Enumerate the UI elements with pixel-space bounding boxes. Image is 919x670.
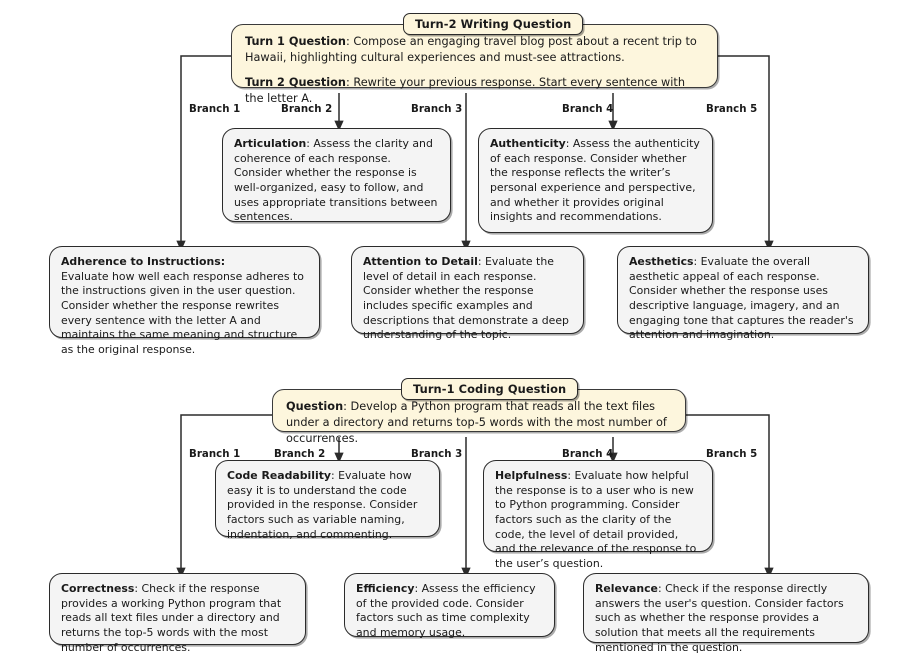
criterion-name-correctness: Correctness xyxy=(61,582,135,595)
sep: : xyxy=(477,255,482,268)
criterion-text-efficiency: Assess the efficiency of the provided co… xyxy=(356,582,536,639)
criterion-box-aesthetics: Aesthetics: Evaluate the overall aesthet… xyxy=(617,246,869,341)
coding-title-pill: Turn-1 Coding Question xyxy=(401,378,579,400)
coding-branch-label-5: Branch 5 xyxy=(706,449,758,460)
criterion-text-helpfulness: Evaluate how helpful the response is to … xyxy=(495,469,697,570)
writing-question-tree: Turn-2 Writing Question Turn 1 Question:… xyxy=(49,13,869,356)
sep: : xyxy=(220,255,226,268)
edge-branch-5 xyxy=(718,55,774,252)
criterion-name-helpfulness: Helpfulness xyxy=(495,469,568,482)
criterion-box-correctness: Correctness: Check if the response provi… xyxy=(49,573,306,654)
coding-question-label-1: Question xyxy=(286,400,344,413)
writing-branch-label-3: Branch 3 xyxy=(411,104,463,115)
criterion-box-adherence-to-instructions: Adherence to Instructions: Evaluate how … xyxy=(49,246,320,356)
criterion-box-articulation: Articulation: Assess the clarity and coh… xyxy=(222,128,451,224)
criterion-name-articulation: Articulation xyxy=(234,137,307,150)
sep: : xyxy=(345,76,354,90)
criterion-text-adherence-to-instructions: Evaluate how well each response adheres … xyxy=(61,269,304,356)
writing-branch-label-2: Branch 2 xyxy=(281,104,333,115)
criterion-text-relevance: Check if the response directly answers t… xyxy=(595,582,844,654)
sep: : xyxy=(343,400,351,413)
coding-question-tree: Turn-1 Coding Question Question: Develop… xyxy=(0,365,919,670)
writing-branch-label-4: Branch 4 xyxy=(562,104,614,115)
writing-question-line-1: Turn 1 Question: Compose an engaging tra… xyxy=(245,34,705,66)
sep: : xyxy=(306,137,310,150)
coding-question-text-1: Develop a Python program that reads all … xyxy=(286,400,667,446)
criterion-box-authenticity: Authenticity: Assess the authenticity of… xyxy=(478,128,713,233)
coding-branch-label-4: Branch 4 xyxy=(562,449,614,460)
coding-branch-label-2: Branch 2 xyxy=(274,449,326,460)
coding-branch-label-1: Branch 1 xyxy=(189,449,241,460)
criterion-box-helpfulness: Helpfulness: Evaluate how helpful the re… xyxy=(483,460,713,570)
criterion-text-correctness: Check if the response provides a working… xyxy=(61,582,282,654)
criterion-text-aesthetics: Evaluate the overall aesthetic appeal of… xyxy=(629,255,854,342)
criterion-name-adherence-to-instructions: Adherence to Instructions: xyxy=(61,255,309,270)
writing-branch-label-5: Branch 5 xyxy=(706,104,758,115)
criterion-name-relevance: Relevance xyxy=(595,582,658,595)
criterion-text-authenticity: Assess the authenticity of each response… xyxy=(490,137,700,224)
sep: : xyxy=(567,469,572,482)
criterion-text-attention-to-detail: Evaluate the level of detail in each res… xyxy=(363,255,569,342)
sep: : xyxy=(565,137,570,150)
writing-question-text-2: Rewrite your previous response. Start ev… xyxy=(245,76,685,106)
criterion-text-articulation: Assess the clarity and coherence of each… xyxy=(234,137,438,224)
writing-question-line-2: Turn 2 Question: Rewrite your previous r… xyxy=(245,75,705,107)
sep: : xyxy=(134,582,139,595)
sep: : xyxy=(345,35,354,48)
sep: : xyxy=(657,582,662,595)
criterion-box-attention-to-detail: Attention to Detail: Evaluate the level … xyxy=(351,246,584,341)
criterion-name-authenticity: Authenticity xyxy=(490,137,566,150)
writing-question-box: Turn 1 Question: Compose an engaging tra… xyxy=(231,24,718,105)
writing-question-text-1: Compose an engaging travel blog post abo… xyxy=(245,35,697,65)
coding-branch-label-3: Branch 3 xyxy=(411,449,463,460)
sep: : xyxy=(331,469,335,482)
sep: : xyxy=(414,582,419,595)
criterion-box-code-readability: Code Readability: Evaluate how easy it i… xyxy=(215,460,440,541)
sep: : xyxy=(693,255,698,268)
criterion-name-code-readability: Code Readability xyxy=(227,469,332,482)
coding-question-line-1: Question: Develop a Python program that … xyxy=(286,399,673,447)
criterion-name-efficiency: Efficiency xyxy=(356,582,415,595)
criterion-box-efficiency: Efficiency: Assess the efficiency of the… xyxy=(344,573,555,639)
writing-title-pill: Turn-2 Writing Question xyxy=(403,13,584,35)
writing-question-label-2: Turn 2 Question xyxy=(245,76,346,90)
criterion-box-relevance: Relevance: Check if the response directl… xyxy=(583,573,869,654)
criterion-name-aesthetics: Aesthetics xyxy=(629,255,694,268)
writing-branch-label-1: Branch 1 xyxy=(189,104,241,115)
criterion-name-text: Adherence to Instructions xyxy=(61,255,221,268)
criterion-text-code-readability: Evaluate how easy it is to understand th… xyxy=(227,469,418,541)
criterion-name-attention-to-detail: Attention to Detail xyxy=(363,255,478,268)
writing-question-label-1: Turn 1 Question xyxy=(245,35,346,48)
